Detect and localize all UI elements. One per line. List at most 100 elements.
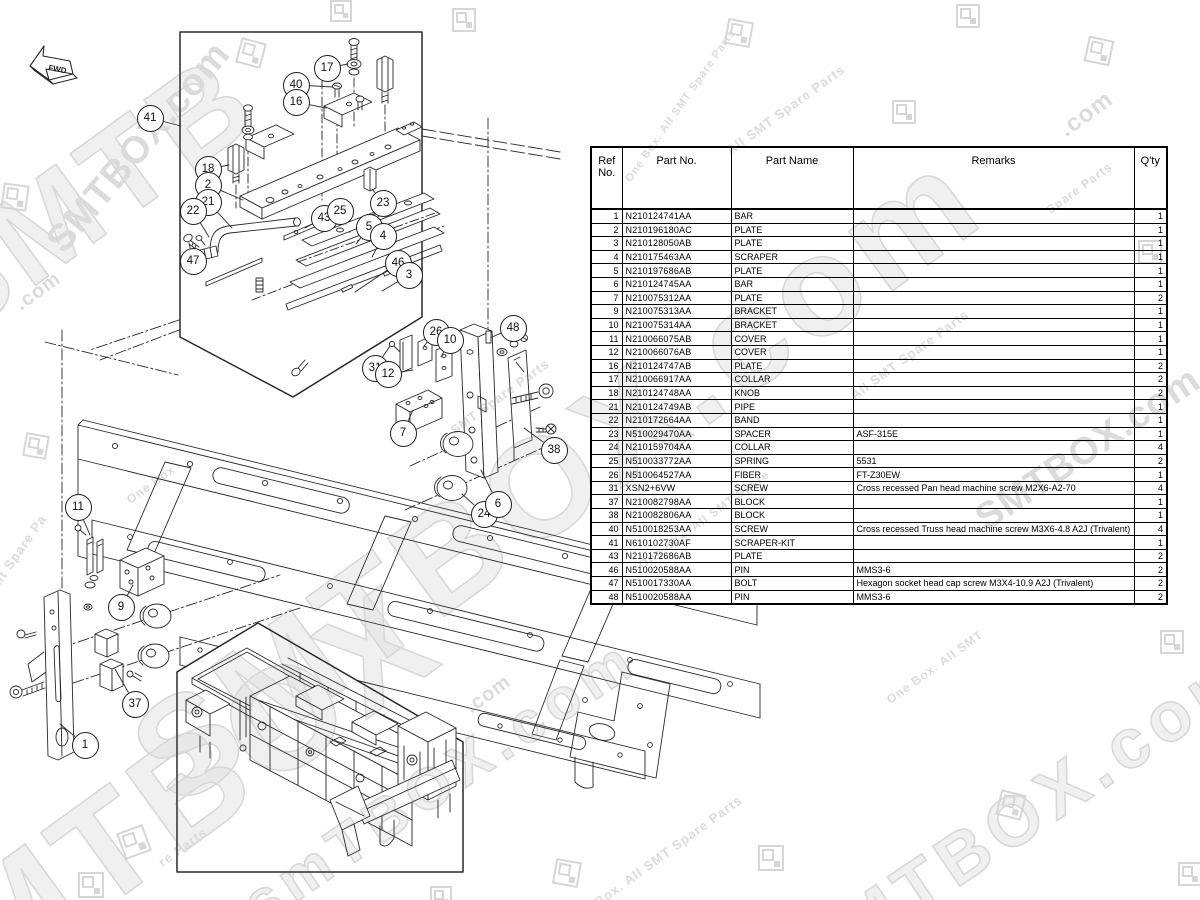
table-cell-no: N510020588AA <box>621 589 732 605</box>
callout-leader-lines <box>59 63 544 737</box>
table-cell-no: N210172686AB <box>621 548 732 564</box>
parts-table: Ref No. Part No. Part Name Remarks Q'ty … <box>590 146 1168 606</box>
table-cell-no: N510029470AA <box>621 426 732 442</box>
table-cell-qty: 2 <box>1133 453 1168 469</box>
table-cell-ref: 11 <box>590 331 623 346</box>
table-cell-ref: 10 <box>590 317 623 333</box>
callout-16: 16 <box>282 88 310 116</box>
callout-1: 1 <box>71 731 99 759</box>
table-cell-ref: 47 <box>590 576 623 591</box>
table-cell-name: BAR <box>730 208 854 224</box>
table-cell-name: PLATE <box>730 236 854 251</box>
table-cell-rem <box>852 412 1135 428</box>
table-cell-ref: 4 <box>590 249 623 265</box>
table-cell-qty: 1 <box>1133 399 1168 414</box>
table-cell-ref: 38 <box>590 508 623 523</box>
table-cell-qty: 1 <box>1133 222 1168 238</box>
table-cell-name: BAR <box>730 276 854 292</box>
table-cell-qty: 1 <box>1133 535 1168 550</box>
feeder-machine-box <box>176 622 464 873</box>
callout-17: 17 <box>313 54 341 82</box>
scraper-assembly <box>183 38 445 377</box>
callout-10: 10 <box>436 326 464 354</box>
table-cell-ref: 17 <box>590 372 623 387</box>
table-cell-rem <box>852 317 1135 333</box>
table-cell-qty: 1 <box>1133 494 1168 510</box>
table-cell-no: N610102730AF <box>621 535 732 550</box>
table-cell-no: N210124748AA <box>621 385 732 401</box>
callout-3: 3 <box>395 261 423 289</box>
table-cell-qty: 1 <box>1133 276 1168 292</box>
callout-7: 7 <box>389 419 417 447</box>
table-cell-qty: 1 <box>1133 412 1168 428</box>
table-cell-ref: 6 <box>590 276 623 292</box>
callout-37: 37 <box>121 690 149 718</box>
table-cell-name: KNOB <box>730 385 854 401</box>
table-cell-rem <box>852 548 1135 564</box>
table-cell-qty: 4 <box>1133 480 1168 496</box>
table-cell-ref: 26 <box>590 467 623 482</box>
table-cell-name: PIN <box>730 589 854 605</box>
table-cell-qty: 2 <box>1133 576 1168 591</box>
table-cell-ref: 2 <box>590 222 623 238</box>
table-cell-rem <box>852 440 1135 455</box>
table-cell-qty: 1 <box>1133 304 1168 319</box>
table-cell-qty: 2 <box>1133 589 1168 605</box>
table-cell-ref: 7 <box>590 290 623 306</box>
table-cell-qty: 2 <box>1133 548 1168 564</box>
table-cell-qty: 2 <box>1133 372 1168 387</box>
table-cell-no: N210172664AA <box>621 412 732 428</box>
callout-48: 48 <box>499 314 527 342</box>
table-cell-name: SCREW <box>730 521 854 537</box>
callout-11: 11 <box>64 493 92 521</box>
table-cell-qty: 2 <box>1133 562 1168 578</box>
table-cell-no: N210075313AA <box>621 304 732 319</box>
table-cell-qty: 1 <box>1133 236 1168 251</box>
table-cell-rem <box>852 372 1135 387</box>
table-cell-rem: MMS3-6 <box>852 589 1135 605</box>
col-header-remarks: Remarks <box>852 146 1135 210</box>
table-cell-ref: 40 <box>590 521 623 537</box>
table-cell-qty: 1 <box>1133 467 1168 482</box>
table-cell-no: N510018253AA <box>621 521 732 537</box>
table-cell-rem <box>852 263 1135 278</box>
table-cell-no: N210124741AA <box>621 208 732 224</box>
table-cell-ref: 22 <box>590 412 623 428</box>
table-cell-ref: 3 <box>590 236 623 251</box>
table-cell-ref: 43 <box>590 548 623 564</box>
table-cell-rem <box>852 344 1135 360</box>
table-cell-no: N210128050AB <box>621 236 732 251</box>
table-cell-no: N510033772AA <box>621 453 732 469</box>
table-cell-rem: MMS3-6 <box>852 562 1135 578</box>
table-cell-name: COLLAR <box>730 372 854 387</box>
table-cell-name: PLATE <box>730 548 854 564</box>
table-cell-no: N210159704AA <box>621 440 732 455</box>
col-header-qty: Q'ty <box>1133 146 1168 210</box>
table-cell-qty: 1 <box>1133 263 1168 278</box>
table-cell-name: SPRING <box>730 453 854 469</box>
table-cell-no: N210124749AB <box>621 399 732 414</box>
table-cell-qty: 1 <box>1133 317 1168 333</box>
table-cell-name: PLATE <box>730 263 854 278</box>
table-cell-rem <box>852 331 1135 346</box>
table-cell-ref: 18 <box>590 385 623 401</box>
table-cell-no: N510017330AA <box>621 576 732 591</box>
table-cell-rem <box>852 385 1135 401</box>
table-cell-name: BRACKET <box>730 317 854 333</box>
callout-47: 47 <box>179 247 207 275</box>
